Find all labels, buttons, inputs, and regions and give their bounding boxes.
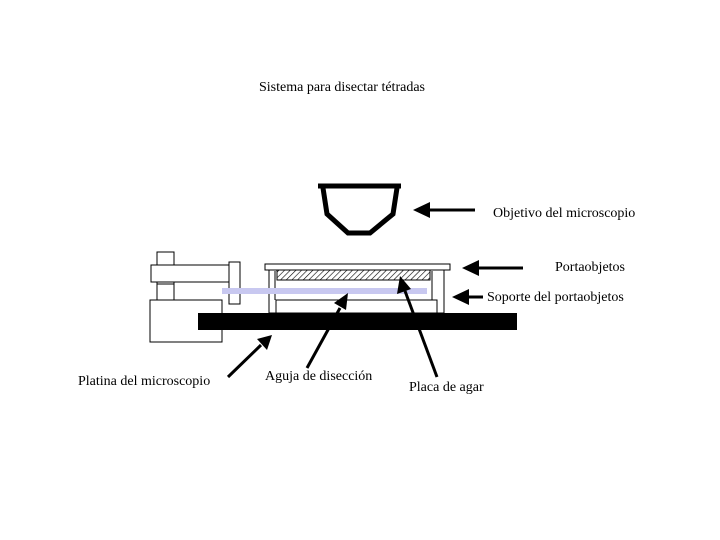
stage-arrow [226,343,263,379]
agar-plate [276,269,431,281]
microscope-objective [318,183,401,236]
diagram-title: Sistema para disectar tétradas [259,80,425,95]
needle-label: Aguja de disección [265,369,372,384]
needle-arrow [305,307,342,369]
objective-label: Objetivo del microscopio [493,206,635,221]
microscope-stage [198,313,517,330]
label-arrows [226,202,523,379]
agar-plate-arrow [403,290,439,378]
slide-label: Portaobjetos [555,260,625,275]
dissection-needle [222,288,427,294]
micromanipulator [149,251,241,343]
slide-support-label: Soporte del portaobjetos [487,290,624,305]
stage-label: Platina del microscopio [78,374,210,389]
agar-plate-label: Placa de agar [409,380,484,395]
microscope-slide [264,263,451,271]
